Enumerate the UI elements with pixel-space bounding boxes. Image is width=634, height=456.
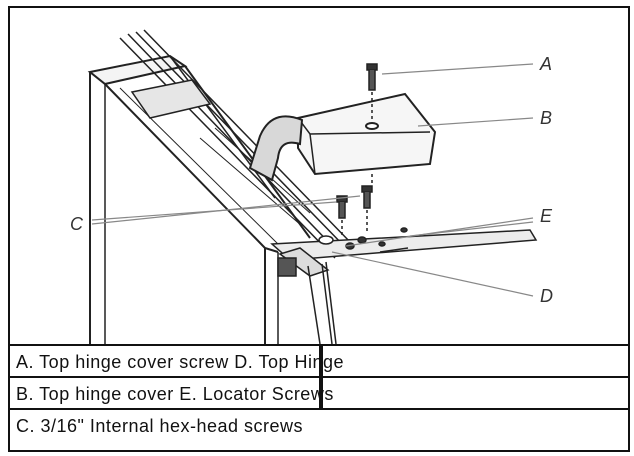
legend-text-3: C. 3/16" Internal hex-head screws [16, 416, 304, 436]
cabinet-recess [130, 79, 212, 119]
locator-screws-icon [336, 174, 373, 236]
hinge-illustration: A B C D E [70, 29, 553, 344]
legend-column-divider [319, 344, 321, 408]
figure-frame: A B C D E A. Top hinge cover screw D. To… [8, 6, 630, 452]
top-hinge [270, 227, 538, 344]
hinge-cover-screw-icon [366, 63, 378, 122]
legend-text-1: A. Top hinge cover screw D. Top Hinge [16, 352, 344, 372]
legend-row-3: C. 3/16" Internal hex-head screws [10, 408, 628, 450]
callout-c: C [70, 214, 84, 234]
legend-text-2: B. Top hinge cover E. Locator Screws [16, 384, 334, 404]
legend-column-divider-inner [321, 344, 323, 408]
leader-lines [91, 63, 534, 297]
hinge-cover [248, 92, 437, 182]
callout-a: A [539, 54, 552, 74]
callout-d: D [540, 286, 553, 306]
callout-b: B [540, 108, 552, 128]
callout-e: E [540, 206, 553, 226]
